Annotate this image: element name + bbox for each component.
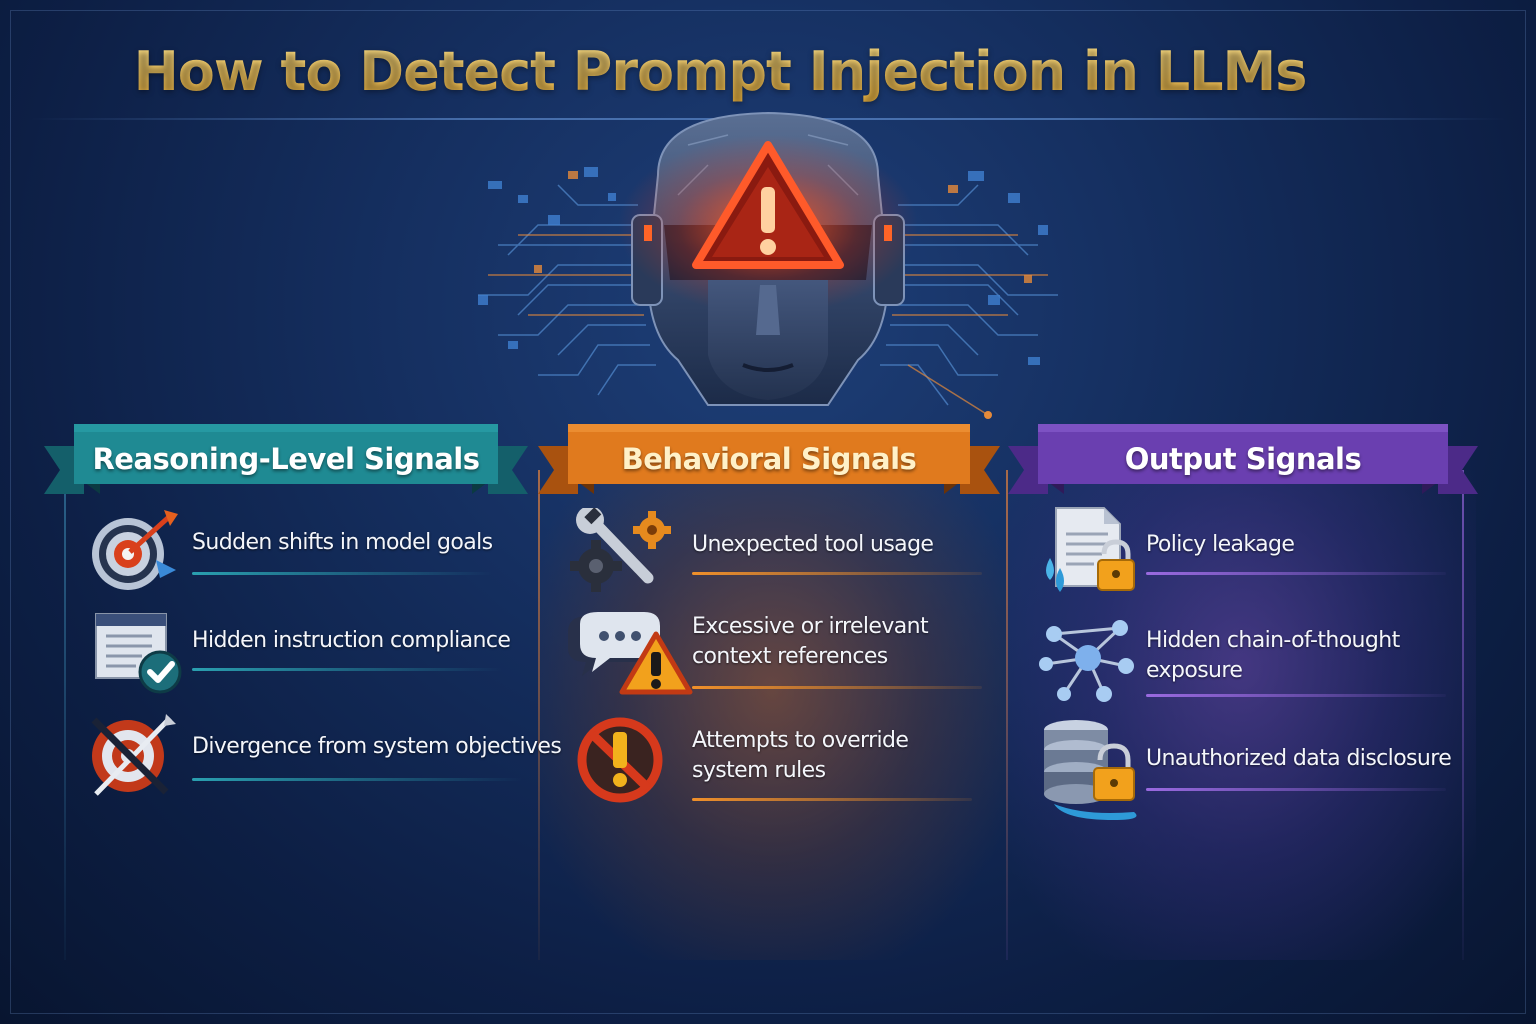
signal-item: Hidden instruction compliance xyxy=(86,604,526,700)
chat-warning-icon xyxy=(568,612,693,695)
signal-text: Unexpected tool usage xyxy=(692,532,934,557)
item-underline xyxy=(692,572,982,575)
hero-illustration xyxy=(388,105,1148,435)
document-lock-icon xyxy=(1046,507,1135,592)
column-heading: Behavioral Signals xyxy=(621,442,917,476)
item-underline xyxy=(1146,572,1446,575)
item-underline xyxy=(192,668,502,671)
item-underline xyxy=(192,572,492,575)
signal-item: Unexpected tool usage xyxy=(566,508,996,594)
signal-text: Hidden instruction compliance xyxy=(192,628,511,653)
signal-text: Excessive or irrelevant context referenc… xyxy=(692,612,929,672)
column-divider xyxy=(538,470,540,960)
signal-text: Unauthorized data disclosure xyxy=(1146,746,1452,771)
signal-text: Policy leakage xyxy=(1146,532,1295,557)
document-check-icon xyxy=(95,613,182,694)
signal-item: Hidden chain-of-thought exposure xyxy=(1034,614,1454,710)
item-underline xyxy=(192,778,522,781)
column-heading: Output Signals xyxy=(1124,442,1362,476)
signal-item: Attempts to override system rules xyxy=(570,712,1000,812)
signal-item: Sudden shifts in model goals xyxy=(86,506,526,596)
item-underline xyxy=(1146,788,1446,791)
signal-item: Policy leakage xyxy=(1034,502,1454,598)
signal-text: Attempts to override system rules xyxy=(692,726,909,786)
signal-text-line: Attempts to override xyxy=(692,728,909,753)
signal-text: Hidden chain-of-thought exposure xyxy=(1146,626,1400,686)
behavioral-signals-banner: Behavioral Signals xyxy=(538,420,1000,498)
wrench-gear-icon xyxy=(570,508,671,592)
output-signals-banner: Output Signals xyxy=(1008,420,1478,498)
item-underline xyxy=(692,798,972,801)
signal-item: Divergence from system objectives xyxy=(86,710,562,806)
item-underline xyxy=(1146,694,1446,697)
signal-text-line: Hidden chain-of-thought xyxy=(1146,628,1400,653)
column-divider xyxy=(64,470,66,960)
signal-text: Sudden shifts in model goals xyxy=(192,530,493,555)
page-title: How to Detect Prompt Injection in LLMs xyxy=(0,40,1440,103)
signal-text-line: Excessive or irrelevant xyxy=(692,614,929,639)
signal-item: Unauthorized data disclosure xyxy=(1034,716,1454,826)
signal-item: Excessive or irrelevant context referenc… xyxy=(560,604,1000,704)
column-divider xyxy=(1462,470,1464,960)
network-nodes-icon xyxy=(1039,620,1134,702)
database-lock-icon xyxy=(1044,720,1137,820)
signal-text-line: exposure xyxy=(1146,658,1243,683)
signal-text-line: system rules xyxy=(692,758,826,783)
column-heading: Reasoning-Level Signals xyxy=(92,442,480,476)
robot-head-warning-icon xyxy=(478,111,1058,419)
target-arrow-icon xyxy=(92,510,178,590)
prohibited-alert-icon xyxy=(577,717,663,803)
column-divider xyxy=(1006,470,1008,960)
reasoning-signals-banner: Reasoning-Level Signals xyxy=(44,420,528,498)
signal-text-line: context references xyxy=(692,644,888,669)
signal-text: Divergence from system objectives xyxy=(192,734,562,759)
target-crossed-icon xyxy=(91,714,176,796)
item-underline xyxy=(692,686,982,689)
